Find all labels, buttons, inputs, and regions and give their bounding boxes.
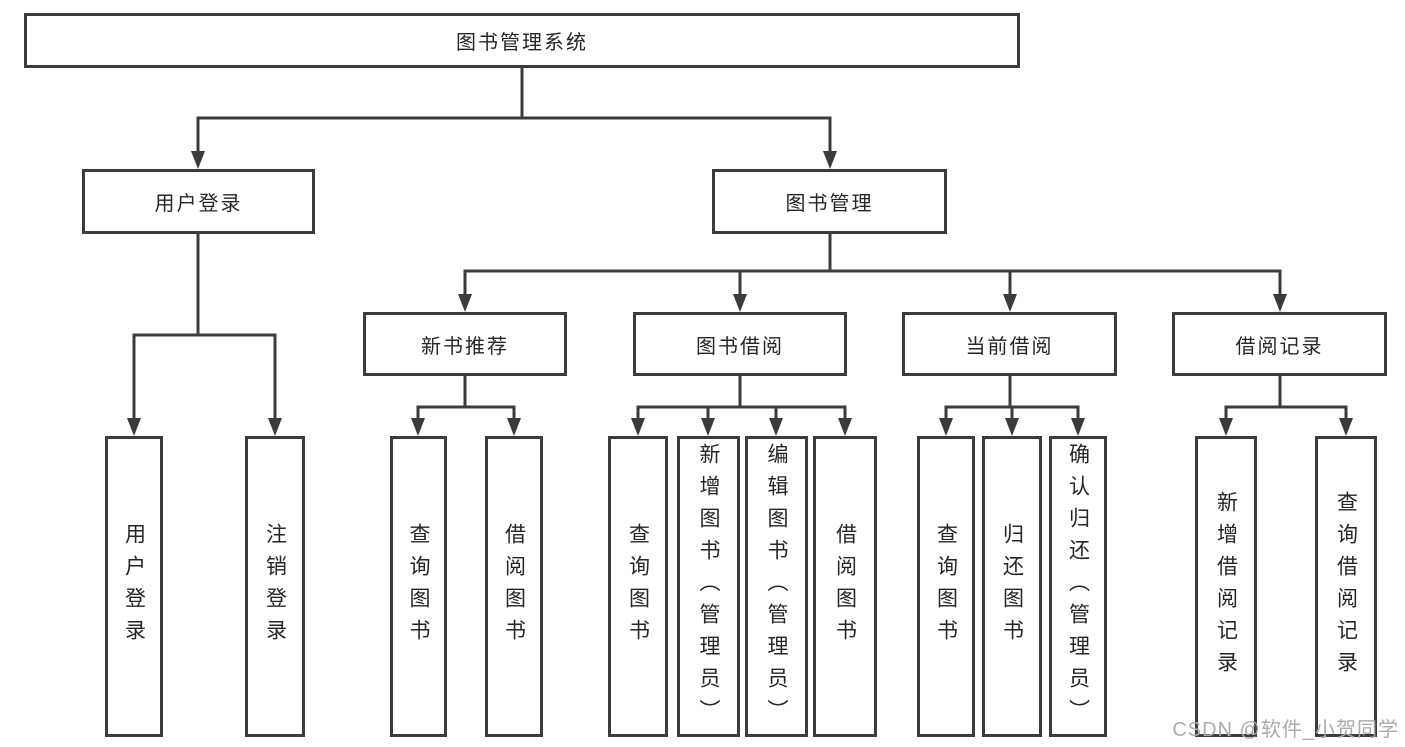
node-leaf-logout: 注销登录 <box>245 436 305 737</box>
node-leaf-return-books: 归还图书 <box>982 436 1042 737</box>
csdn-watermark: CSDN @软件_小贺同学 <box>1172 719 1399 741</box>
node-leaf-add-books-admin: 新增图书（管理员） <box>677 436 740 737</box>
node-leaf-borrowing-query-books: 查询图书 <box>608 436 668 737</box>
node-book-management: 图书管理 <box>712 169 947 234</box>
node-leaf-borrowing-borrow-books: 借阅图书 <box>813 436 877 737</box>
node-user-login: 用户登录 <box>82 169 315 234</box>
node-leaf-confirm-return-admin: 确认归还（管理员） <box>1049 436 1107 737</box>
node-library-management-system: 图书管理系统 <box>24 13 1020 68</box>
node-leaf-add-borrow-record: 新增借阅记录 <box>1195 436 1257 737</box>
node-leaf-edit-books-admin: 编辑图书（管理员） <box>745 436 808 737</box>
node-new-book-recommendation: 新书推荐 <box>363 312 567 376</box>
node-book-borrowing: 图书借阅 <box>633 312 847 376</box>
node-leaf-user-login: 用户登录 <box>105 436 163 737</box>
node-leaf-query-borrow-record: 查询借阅记录 <box>1315 436 1377 737</box>
node-leaf-recommend-borrow-books: 借阅图书 <box>485 436 543 737</box>
node-borrowing-records: 借阅记录 <box>1172 312 1387 376</box>
node-leaf-current-query-books: 查询图书 <box>917 436 975 737</box>
node-current-borrowing: 当前借阅 <box>902 312 1117 376</box>
node-leaf-recommend-query-books: 查询图书 <box>390 436 447 737</box>
